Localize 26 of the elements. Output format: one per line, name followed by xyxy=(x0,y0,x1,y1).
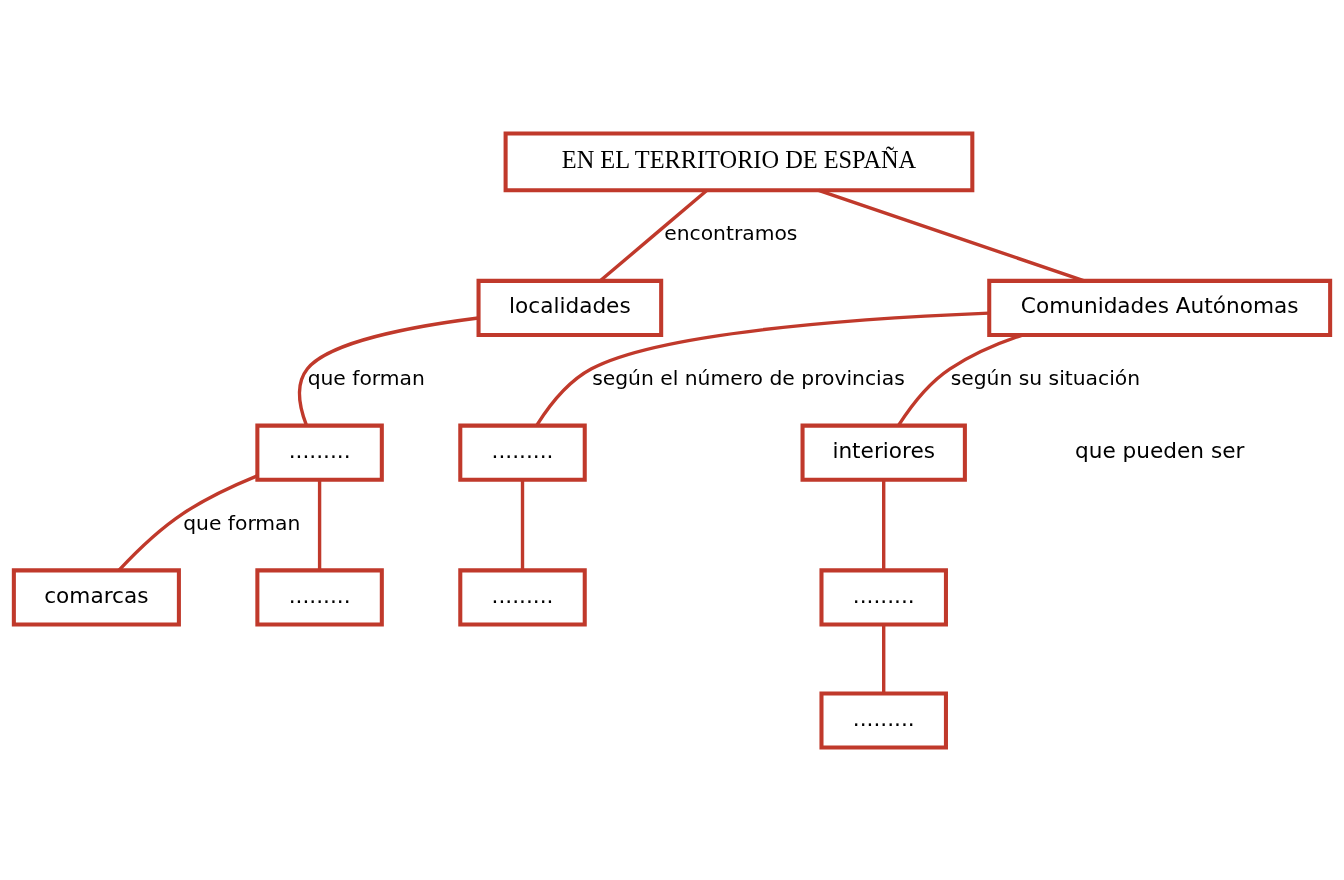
connector xyxy=(818,188,1085,282)
connector xyxy=(117,473,258,571)
node-box: localidades xyxy=(476,278,664,337)
connector xyxy=(882,479,886,570)
connector xyxy=(897,332,1023,426)
node-box: ......... xyxy=(255,567,384,626)
label: que pueden ser xyxy=(1074,437,1245,463)
node-box: comarcas xyxy=(11,567,181,626)
connector xyxy=(297,315,479,426)
connector xyxy=(317,479,322,570)
node-box: Comunidades Autónomas xyxy=(987,278,1333,337)
connector xyxy=(882,624,886,693)
edge-label: según el número de provincias xyxy=(592,365,905,390)
node-box: ......... xyxy=(458,423,587,482)
connector xyxy=(520,479,525,570)
node-box: interiores xyxy=(800,423,967,482)
edge-label: que forman xyxy=(183,510,301,535)
edge-label: que forman xyxy=(307,365,425,390)
node-box: ......... xyxy=(255,423,384,482)
edge-label: según su situación xyxy=(950,365,1141,390)
node-box: ......... xyxy=(458,567,587,626)
node-box: ......... xyxy=(819,567,948,626)
connector xyxy=(535,310,989,426)
edge-label: encontramos xyxy=(664,220,798,245)
node-box: EN EL TERRITORIO DE ESPAÑA xyxy=(503,130,975,192)
node-box: ......... xyxy=(819,690,948,750)
